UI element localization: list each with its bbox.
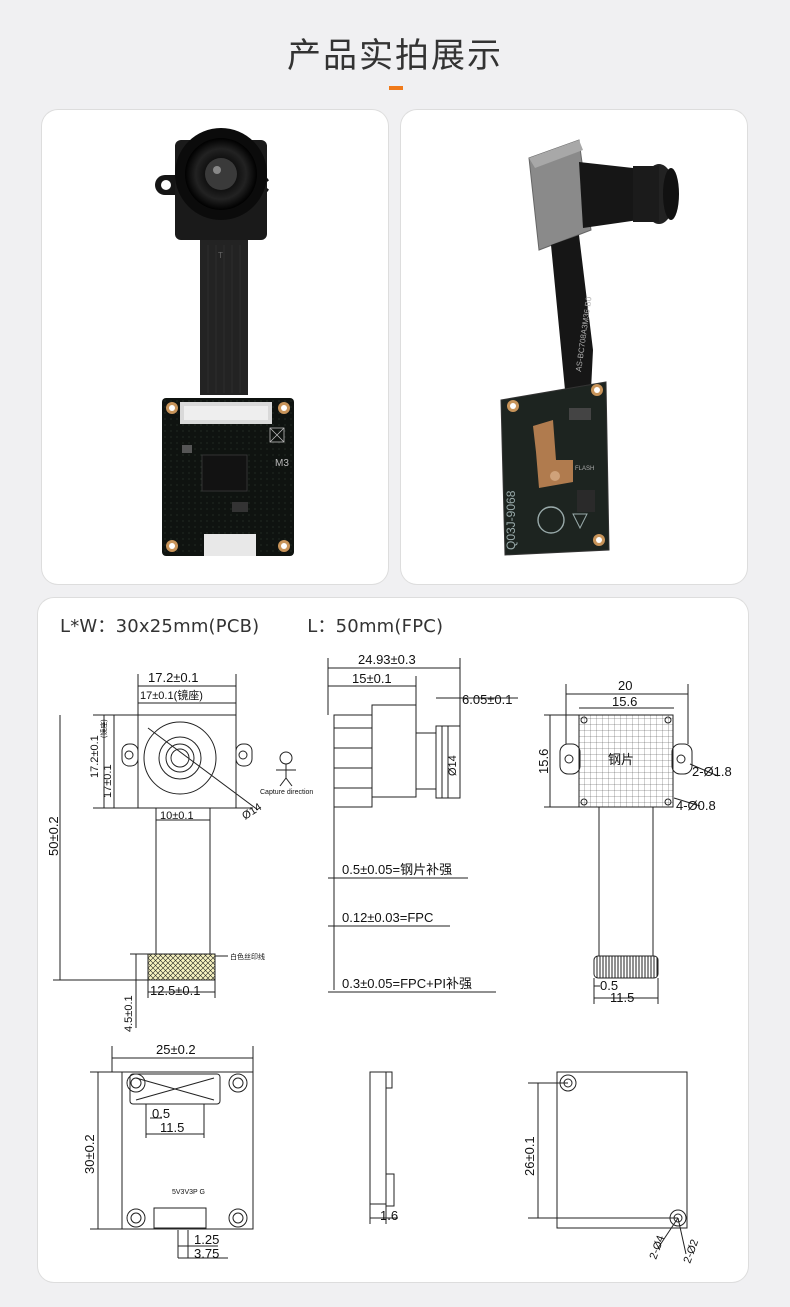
pcb-top-pin-label: 5V3V3P G	[172, 1189, 205, 1196]
back-width-outer: 20	[618, 678, 632, 693]
pcb-top-connector-width: 11.5	[160, 1120, 184, 1135]
pcb-bottom-hole-large: 2-Ø4	[648, 1234, 668, 1261]
fpc-length-label: L：50mm(FPC)	[307, 616, 444, 637]
back-hole-large: 2-Ø1.8	[692, 764, 732, 779]
pcb-top-height: 30±0.2	[82, 1134, 97, 1174]
back-steel-plate	[578, 714, 674, 808]
capture-direction-label: Capture direction	[260, 789, 313, 796]
pcb-size-label: L*W：30x25mm(PCB)	[60, 616, 260, 637]
pcb-top-connector-pitch: 3.75	[194, 1246, 219, 1261]
steel-plate-label: 钢片	[608, 752, 634, 767]
front-h1b: (镜座)	[99, 719, 108, 738]
fpc-mark: T	[218, 251, 223, 260]
side-note-steel: 0.5±0.05=钢片补强	[342, 862, 452, 877]
side-lens-diameter: Ø14	[447, 755, 459, 776]
flash-mark: FLASH	[575, 466, 594, 472]
front-connector-width: 12.5±0.1	[150, 983, 201, 998]
dimension-drawing-card: L*W：30x25mm(PCB) L：50mm(FPC)	[38, 598, 748, 1282]
pcb-bottom-board	[556, 1071, 688, 1229]
pcb-top-pin-pitch: 1.25	[194, 1232, 219, 1247]
pcb-side-thickness: 1.6	[380, 1208, 398, 1223]
silk-line-label: 白色丝印线	[230, 952, 265, 961]
dimension-caption: L*W：30x25mm(PCB) L：50mm(FPC)	[60, 612, 443, 638]
side-mount-width: 15±0.1	[352, 671, 392, 686]
front-top-width: 17.2±0.1	[148, 670, 199, 685]
front-mount-width: 10±0.1	[160, 810, 194, 822]
technical-drawing: 17.2±0.1 17±0.1(镜座) 17.2±0.1 (镜座) 17±0.1…	[46, 652, 732, 1265]
pcb-top-pin-width: 0.5	[152, 1106, 170, 1121]
photo-back-card: AS-BC708A3M36-B0 FLASH Q03J-9068	[401, 110, 747, 584]
front-total-height: 50±0.2	[46, 816, 61, 856]
photo-back-camera: AS-BC708A3M36-B0 FLASH Q03J-9068	[500, 139, 679, 556]
photo-front-camera: T M3	[155, 128, 294, 556]
back-hole-small: 4-Ø0.8	[676, 798, 716, 813]
front-lens-width: 17±0.1(镜座)	[140, 688, 203, 702]
back-connector-width: 11.5	[610, 990, 634, 1005]
pcb-side-board	[369, 1071, 387, 1205]
front-lens-diameter: Ø14	[240, 801, 264, 822]
pcb-mark-2: Q03J-9068	[504, 490, 518, 550]
title-underline	[389, 86, 403, 90]
page-title: 产品实拍展示	[287, 36, 503, 76]
side-note-pi: 0.3±0.05=FPC+PI补强	[342, 976, 472, 991]
front-h1: 17.2±0.1	[89, 735, 101, 778]
back-pin-width: 0.5	[600, 978, 618, 993]
side-total-width: 24.93±0.3	[358, 652, 416, 667]
back-width-inner: 15.6	[612, 694, 637, 709]
pcb-top-board	[121, 1071, 254, 1230]
pcb-bottom-hole-small: 2-Ø2	[682, 1238, 702, 1265]
side-lens-holder	[333, 714, 373, 808]
back-connector	[593, 955, 659, 979]
side-lens-width: 6.05±0.1	[462, 692, 513, 707]
side-note-fpc: 0.12±0.03=FPC	[342, 910, 433, 925]
front-lens-holder	[137, 714, 237, 809]
pcb-top-width: 25±0.2	[156, 1042, 196, 1057]
front-connector-height: 4.5±0.1	[123, 995, 135, 1032]
photo-front-card: T M3	[42, 110, 388, 584]
back-height: 15.6	[536, 749, 551, 774]
front-fpc	[155, 807, 211, 955]
front-h2: 17±0.1	[102, 764, 114, 798]
front-connector	[147, 953, 216, 981]
pcb-mark: M3	[275, 458, 289, 469]
pcb-bottom-height: 26±0.1	[522, 1136, 537, 1176]
